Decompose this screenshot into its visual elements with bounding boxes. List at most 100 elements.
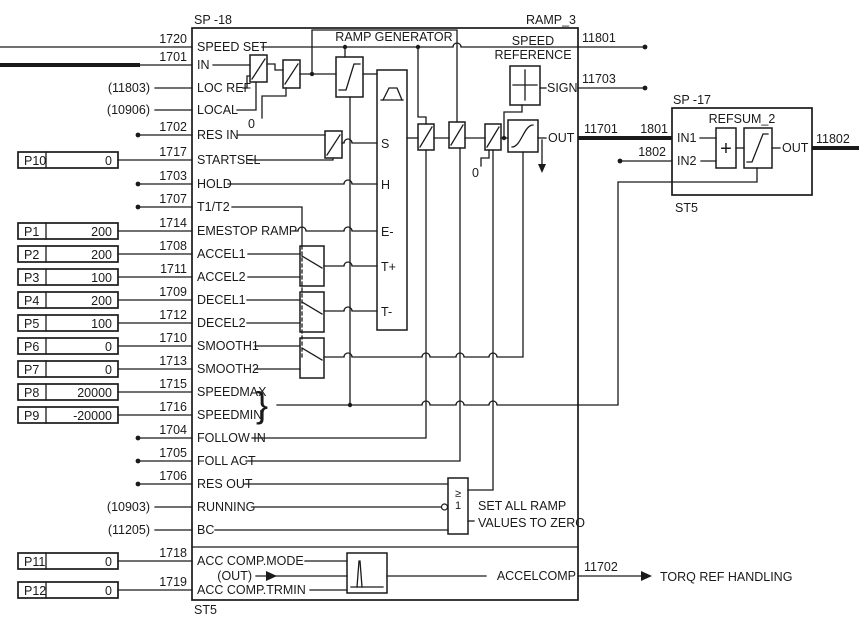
block-type-label: RAMP_3 [526, 13, 576, 27]
output-num-11701: 11701 [584, 122, 618, 136]
zero-constant-b: 0 [472, 166, 479, 180]
param-value: 0 [105, 555, 112, 569]
refsum-type-label: REFSUM_2 [709, 112, 776, 126]
ramp-terminal-s: S [381, 137, 389, 151]
input-selector-switch-b [282, 59, 301, 89]
pin-num: 1719 [159, 575, 187, 589]
speed-reference-label-2: REFERENCE [494, 48, 571, 62]
param-id: P11 [24, 555, 45, 569]
pin-name: RES OUT [197, 477, 253, 491]
output-num-11802: 11802 [816, 132, 850, 146]
pin-num: 1703 [159, 169, 187, 183]
param-value: 0 [105, 584, 112, 598]
ramp-function-block: S H E- T+ T- [376, 69, 408, 331]
param-box-p10: P10 0 [17, 151, 193, 169]
pin-name: (OUT) [217, 569, 252, 583]
param-id: P2 [24, 248, 39, 262]
pin-name: FOLL ACT [197, 454, 256, 468]
param-box-p1: P1 200 [17, 222, 193, 240]
output-num-11703: 11703 [582, 72, 616, 86]
pin-num: 1716 [159, 400, 187, 414]
s-curve-block [507, 119, 539, 153]
or-gate-symbol-top: ≥ [455, 488, 461, 500]
smooth-selector-switch [299, 337, 325, 379]
reset-note-line1: SET ALL RAMP [478, 499, 566, 513]
pin-name: SMOOTH2 [197, 362, 259, 376]
pin-name: RES IN [197, 128, 239, 142]
pin-name: RUNNING [197, 500, 255, 514]
param-box-p12: P12 0 [17, 581, 193, 599]
ramp3-block: SP -18 RAMP_3 RAMP GENERATOR ST5 [191, 13, 579, 617]
pin-names: SPEED SET IN LOC REF LOCAL RES IN STARTS… [197, 40, 306, 597]
block-sp-label: SP -18 [194, 13, 232, 27]
param-value: -20000 [73, 409, 112, 423]
pin-num: 1712 [159, 308, 187, 322]
accel-comp-derivative-block [346, 552, 388, 594]
param-box-p2: P2 200 [17, 245, 193, 263]
pin-num: 1701 [159, 50, 187, 64]
pin-name: ACC COMP.MODE [197, 554, 304, 568]
pin-num: 1704 [159, 423, 187, 437]
param-box-p7: P7 0 [17, 360, 193, 378]
param-id: P7 [24, 363, 39, 377]
zero-constant-a: 0 [248, 117, 255, 131]
pin-name: LOC REF [197, 81, 252, 95]
pin-name: EMESTOP RAMP [197, 224, 297, 238]
accelcomp-label: ACCELCOMP [497, 569, 576, 583]
param-id: P10 [24, 154, 46, 168]
refsum-st-label: ST5 [675, 201, 698, 215]
param-id: P12 [24, 584, 46, 598]
pin-name: T1/T2 [197, 200, 230, 214]
torq-ref-handling-label: TORQ REF HANDLING [660, 570, 792, 584]
pin-num: (11205) [108, 523, 150, 537]
pin-num: 1720 [159, 32, 187, 46]
output-num-11801: 11801 [582, 31, 616, 45]
param-value: 200 [91, 248, 112, 262]
refsum-out-label: OUT [782, 141, 809, 155]
internal-wires [212, 29, 758, 591]
sign-block [509, 65, 541, 106]
param-box-p9: P9 -20000 [17, 406, 193, 424]
pin-name: SMOOTH1 [197, 339, 259, 353]
pin-name: DECEL2 [197, 316, 246, 330]
param-value: 200 [91, 225, 112, 239]
pin-name: SPEED SET [197, 40, 268, 54]
input-selector-switch-a [249, 54, 268, 83]
pin-name: BC [197, 523, 214, 537]
speed-reference-label-1: SPEED [512, 34, 554, 48]
param-id: P6 [24, 340, 39, 354]
pin-name: ACCEL2 [197, 270, 246, 284]
internal-labels: 0 0 SPEED REFERENCE SIGN OUT SET ALL RAM… [248, 34, 585, 583]
param-box-p3: P3 100 [17, 268, 193, 286]
pin-num: 1709 [159, 285, 187, 299]
param-box-p11: P11 0 [17, 552, 193, 570]
block-st-label: ST5 [194, 603, 217, 617]
param-value: 100 [91, 271, 112, 285]
pin-num: (10906) [107, 103, 150, 117]
param-boxes: P10 0 P1 200 P2 200 P3 100 P4 [17, 151, 193, 599]
limiter-block [335, 56, 364, 98]
param-box-p4: P4 200 [17, 291, 193, 309]
out-label: OUT [548, 131, 575, 145]
pin-num: 1710 [159, 331, 187, 345]
param-id: P3 [24, 271, 39, 285]
param-value: 100 [91, 317, 112, 331]
param-id: P1 [24, 225, 39, 239]
pin-num: 1707 [159, 192, 187, 206]
input-num-1801: 1801 [640, 122, 668, 136]
param-box-p5: P5 100 [17, 314, 193, 332]
refsum-in2-label: IN2 [677, 154, 697, 168]
external-input-lines [0, 46, 193, 531]
reset-note-line2: VALUES TO ZERO [478, 516, 585, 530]
ramp-terminal-tminus: T- [381, 305, 392, 319]
pin-num: 1718 [159, 546, 187, 560]
speed-limit-brace: } [256, 384, 268, 425]
adder-plus-symbol: + [720, 138, 732, 160]
pin-num: 1717 [159, 145, 187, 159]
bypass-switch-2 [448, 121, 466, 149]
refsum-sp-label: SP -17 [673, 93, 711, 107]
param-id: P9 [24, 409, 39, 423]
pin-num: 1711 [160, 262, 187, 276]
